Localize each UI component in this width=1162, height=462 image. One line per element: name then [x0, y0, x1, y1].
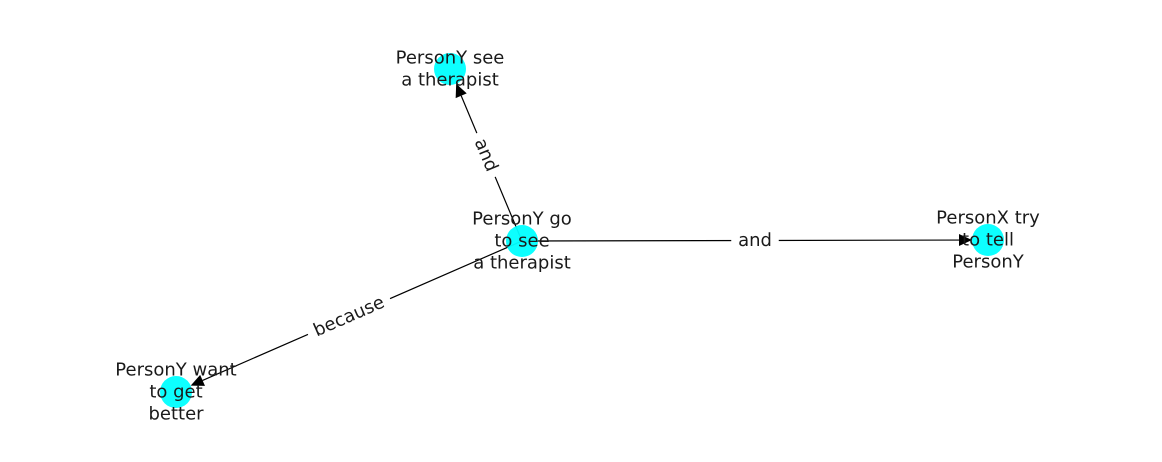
node-label-line: better: [148, 404, 204, 425]
node-label-line: PersonY want: [115, 360, 236, 381]
node-label-line: a therapist: [473, 253, 571, 274]
arrowhead-right: [958, 234, 973, 247]
edge-label-background: [464, 128, 508, 182]
node-label-line: to get: [149, 382, 202, 403]
edge-label-group: and: [464, 128, 508, 182]
node-label-line: to see: [494, 231, 549, 252]
nodes-layer: [160, 53, 1004, 408]
arrowhead-bottom-left: [190, 374, 205, 386]
node-label-line: PersonX try: [936, 208, 1040, 229]
edge-label: and: [738, 230, 772, 251]
edge-label-background: [731, 227, 779, 254]
edge-label-group: and: [731, 227, 779, 254]
node-label-line: PersonY see: [396, 48, 505, 69]
node-label-line: a therapist: [401, 70, 499, 91]
edge-label-background: [302, 286, 396, 347]
node-label-line: PersonY go: [472, 209, 572, 230]
node-bottom-left[interactable]: [160, 376, 192, 408]
node-label-line: PersonY: [952, 252, 1024, 273]
node-right[interactable]: [972, 224, 1004, 256]
edge-label-group: because: [302, 286, 396, 347]
node-top[interactable]: [434, 53, 466, 85]
arrowhead-top: [455, 83, 467, 99]
node-label-line: to tell: [962, 230, 1014, 251]
node-center[interactable]: [506, 225, 538, 257]
edges-layer: [190, 83, 973, 386]
